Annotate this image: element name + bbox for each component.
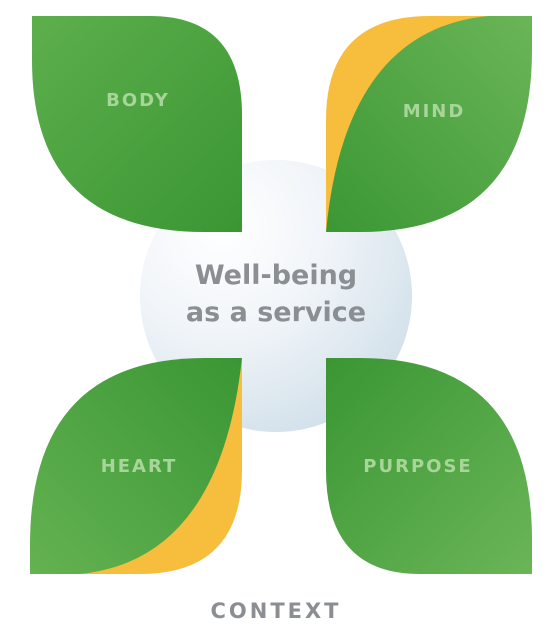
petal-mind-leaf [326,16,532,232]
petal-purpose: PURPOSE [326,358,532,574]
context-label: CONTEXT [210,599,341,623]
petal-heart: HEART [30,358,242,574]
center-title-line2: as a service [186,297,366,328]
petal-purpose-leaf [326,358,532,574]
petal-heart-label: HEART [101,456,178,477]
petal-heart-accent [80,358,242,574]
petal-body-leaf [32,16,242,232]
petal-body-label: BODY [106,90,170,111]
petal-body: BODY [32,16,242,232]
center-title-line1: Well-being [195,260,357,291]
petal-purpose-label: PURPOSE [363,456,472,477]
petal-mind-accent [326,16,488,232]
petal-mind: MIND [326,16,532,232]
petal-mind-label: MIND [403,101,466,122]
petal-heart-leaf [30,358,242,574]
